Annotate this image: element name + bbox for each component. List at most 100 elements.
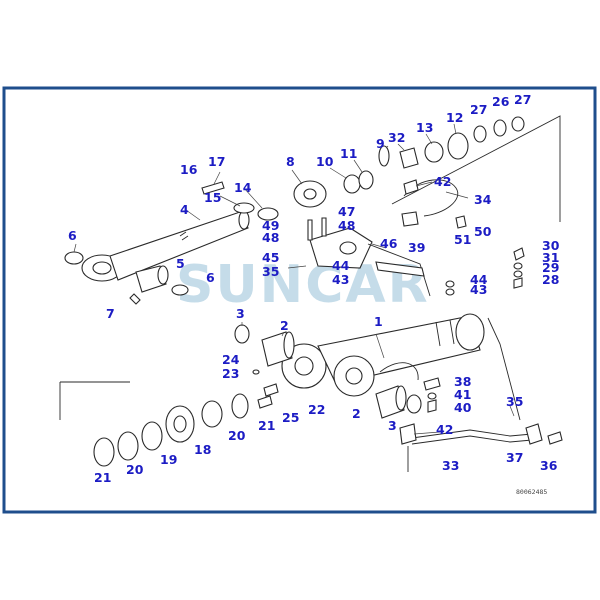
part-29-washer bbox=[513, 270, 523, 278]
part-38-hose bbox=[379, 362, 419, 381]
callout-50: 50 bbox=[474, 224, 492, 239]
callout-5: 5 bbox=[176, 256, 185, 271]
callout-14: 14 bbox=[234, 180, 252, 195]
callout-25: 25 bbox=[282, 410, 299, 425]
part-21-ring-b bbox=[93, 437, 115, 467]
part-18-piston-head bbox=[165, 405, 195, 443]
valve-block-assembly bbox=[307, 217, 373, 269]
part-41-washer bbox=[427, 392, 437, 400]
part-5-bushing bbox=[135, 265, 169, 293]
callout-22: 22 bbox=[308, 402, 325, 417]
part-20-ring-b bbox=[117, 431, 139, 461]
part-8-piston bbox=[293, 180, 327, 208]
callout-31: 31 bbox=[542, 250, 559, 265]
part-36-bolt bbox=[547, 431, 563, 445]
callout-24: 24 bbox=[222, 352, 240, 367]
part-39-bracket bbox=[375, 261, 425, 277]
callout-17: 17 bbox=[208, 154, 225, 169]
callout-23: 23 bbox=[222, 366, 239, 381]
part-27-ring bbox=[473, 125, 487, 143]
callout-13: 13 bbox=[416, 120, 433, 135]
part-2-bushing-bottom bbox=[375, 385, 407, 419]
callout-26: 26 bbox=[492, 94, 510, 109]
callout-11: 11 bbox=[340, 146, 357, 161]
callout-49: 49 bbox=[262, 218, 279, 233]
callout-18: 18 bbox=[194, 442, 211, 457]
part-39-tube bbox=[367, 243, 431, 297]
callout-6-left: 6 bbox=[68, 228, 77, 243]
callout-28: 28 bbox=[542, 272, 559, 287]
part-51-bolt bbox=[455, 215, 467, 229]
part-22-plug bbox=[263, 383, 279, 397]
callout-7: 7 bbox=[106, 306, 115, 321]
callout-47: 47 bbox=[338, 204, 355, 219]
callout-27-right: 27 bbox=[514, 92, 531, 107]
part-12-ring bbox=[447, 132, 469, 160]
bracket-lower-left bbox=[59, 381, 130, 420]
part-33-pipe-wall bbox=[411, 435, 533, 445]
part-4-rod-assembly bbox=[81, 210, 250, 282]
callout-labels: 1 2 2 3 3 4 5 6 6 7 8 9 10 11 12 13 14 1… bbox=[68, 92, 560, 485]
part-31-washer bbox=[513, 262, 523, 270]
part-37-fitting bbox=[525, 423, 543, 445]
part-14-ring bbox=[257, 207, 279, 221]
callout-29: 29 bbox=[542, 260, 559, 275]
part-26-ring bbox=[493, 119, 507, 137]
callout-43-right: 43 bbox=[470, 282, 487, 297]
part-30-bolt bbox=[513, 247, 525, 261]
part-34-pipe bbox=[403, 179, 459, 217]
part-20-ring-a bbox=[201, 400, 223, 428]
callout-3-top: 3 bbox=[236, 306, 245, 321]
callout-20-right: 20 bbox=[228, 428, 246, 443]
callout-42-top: 42 bbox=[434, 174, 451, 189]
callout-9: 9 bbox=[376, 136, 385, 151]
callout-36: 36 bbox=[540, 458, 558, 473]
callout-35-right: 35 bbox=[506, 394, 523, 409]
callout-19: 19 bbox=[160, 452, 177, 467]
part-28-bolt bbox=[513, 277, 523, 289]
part-33-pipe bbox=[411, 429, 533, 439]
part-1-cylinder bbox=[281, 313, 485, 397]
callout-46: 46 bbox=[380, 236, 398, 251]
callout-32: 32 bbox=[388, 130, 405, 145]
part-40-bolt bbox=[427, 399, 437, 413]
callout-45: 45 bbox=[262, 250, 279, 265]
part-11-ring bbox=[358, 170, 374, 190]
part-42-clamp bbox=[403, 179, 419, 195]
part-3-ring-bottom bbox=[406, 394, 422, 414]
callout-42-bottom: 42 bbox=[436, 422, 453, 437]
part-25-plug bbox=[257, 395, 273, 409]
part-3-ring-top bbox=[234, 324, 250, 344]
part-9-ring bbox=[378, 145, 390, 167]
part-10-ring bbox=[343, 174, 361, 194]
callout-39: 39 bbox=[408, 240, 425, 255]
callout-27-left: 27 bbox=[470, 102, 487, 117]
callout-33: 33 bbox=[442, 458, 459, 473]
callout-30: 30 bbox=[542, 238, 560, 253]
part-27-ring-b bbox=[511, 116, 525, 132]
callout-21-left: 21 bbox=[94, 470, 111, 485]
part-6-ring bbox=[64, 251, 84, 265]
callout-3-bottom: 3 bbox=[388, 418, 397, 433]
callout-4: 4 bbox=[180, 202, 189, 217]
callout-41: 41 bbox=[454, 387, 471, 402]
callout-2-top: 2 bbox=[280, 318, 289, 333]
callout-20-left: 20 bbox=[126, 462, 144, 477]
part-32-bushing bbox=[399, 147, 419, 169]
callout-35-top: 35 bbox=[262, 264, 279, 279]
callout-12: 12 bbox=[446, 110, 463, 125]
part-19-ring bbox=[141, 421, 163, 451]
bracket-top bbox=[391, 115, 561, 222]
callout-48-left: 48 bbox=[262, 230, 279, 245]
callout-16: 16 bbox=[180, 162, 198, 177]
callout-8: 8 bbox=[286, 154, 295, 169]
part-34-flange bbox=[401, 211, 419, 227]
callout-43-left: 43 bbox=[332, 272, 349, 287]
callout-15: 15 bbox=[204, 190, 221, 205]
part-35-hose bbox=[487, 317, 521, 421]
part-43-bolt bbox=[445, 288, 455, 296]
part-21-ring-a bbox=[231, 393, 249, 419]
callout-1: 1 bbox=[374, 314, 383, 329]
callout-51: 51 bbox=[454, 232, 471, 247]
